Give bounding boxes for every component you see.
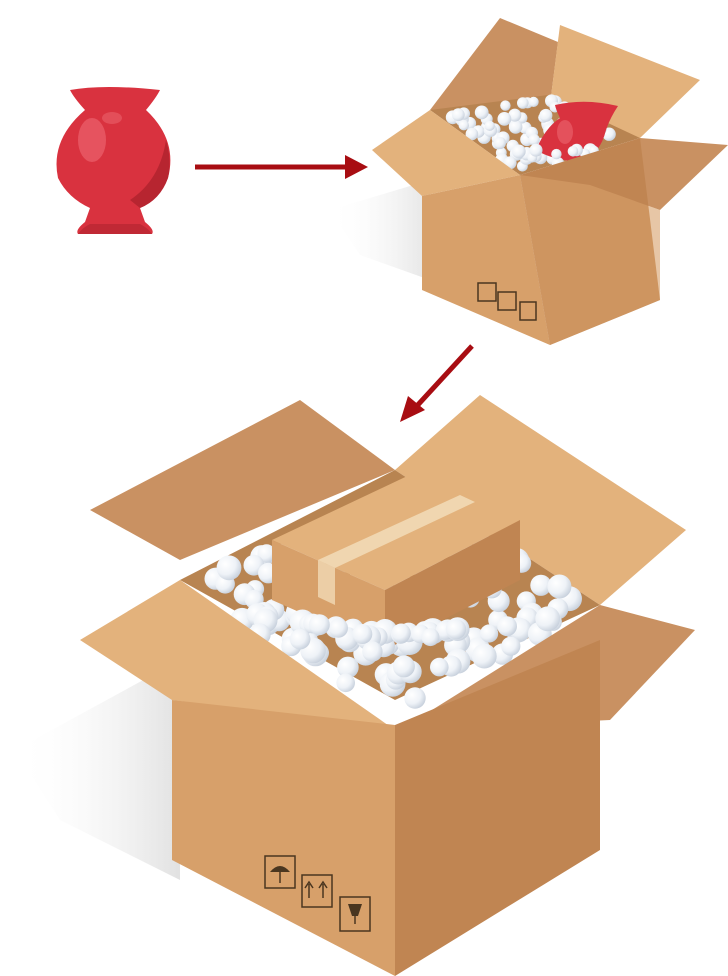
- packing-peanut: [430, 658, 449, 677]
- packing-peanut: [535, 606, 560, 631]
- box-in-box-icon: [15, 395, 695, 976]
- packing-peanut: [528, 134, 539, 145]
- packing-peanut: [459, 120, 469, 130]
- packing-peanut: [530, 144, 543, 157]
- packing-peanut: [494, 137, 506, 149]
- packing-peanut: [392, 624, 411, 643]
- packing-peanut: [497, 616, 517, 636]
- packing-peanut: [547, 575, 571, 599]
- packing-peanut: [217, 555, 242, 580]
- packing-peanut: [498, 112, 512, 126]
- packing-peanut: [517, 97, 529, 109]
- packing-peanut: [539, 109, 552, 122]
- packing-peanut: [480, 624, 498, 642]
- vase-icon: [57, 87, 171, 234]
- packing-peanut: [352, 624, 372, 644]
- packing-peanut: [472, 644, 497, 669]
- packing-peanut: [452, 108, 465, 121]
- packing-peanut: [568, 146, 579, 157]
- packing-peanut: [446, 619, 466, 639]
- arrow-right-icon: [195, 155, 368, 179]
- packing-peanut: [329, 619, 348, 638]
- packing-peanut: [500, 100, 510, 110]
- packing-peanut: [529, 97, 539, 107]
- packing-peanut: [509, 120, 523, 134]
- packing-peanut: [475, 106, 489, 120]
- packing-peanut: [393, 655, 415, 677]
- packing-peanut: [512, 145, 526, 159]
- packing-peanut: [404, 687, 425, 708]
- packing-peanut: [362, 641, 382, 661]
- packing-peanut: [485, 121, 495, 131]
- packing-peanut: [336, 674, 355, 693]
- packing-peanut: [309, 614, 330, 635]
- packing-peanut: [421, 628, 439, 646]
- box-with-vase-icon: [330, 18, 728, 345]
- packing-peanut: [551, 149, 561, 159]
- arrow-down-left-icon: [400, 346, 472, 422]
- packing-peanut: [501, 637, 520, 656]
- packing-peanut: [290, 629, 311, 650]
